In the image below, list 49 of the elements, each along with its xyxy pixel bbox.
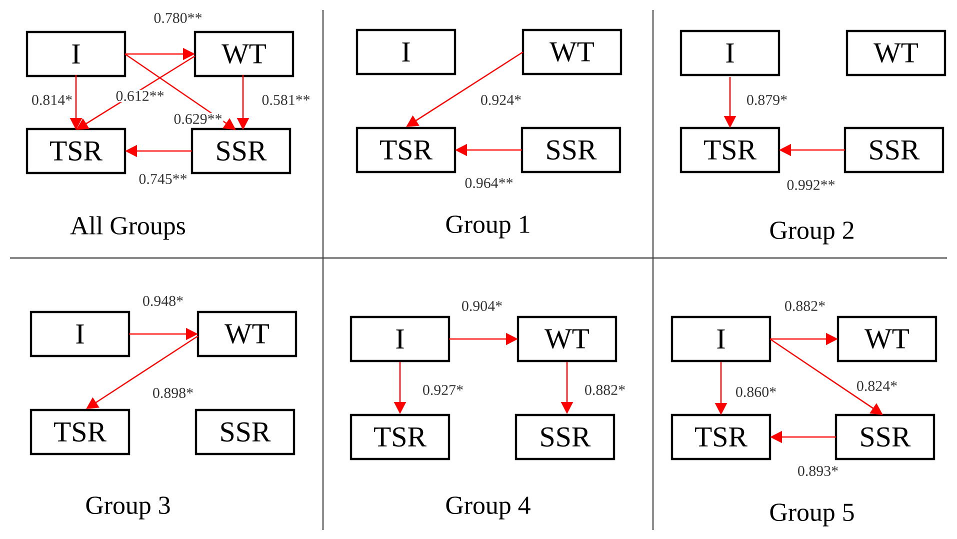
- panel-title: Group 3: [86, 496, 170, 520]
- edge-label: 0.860*: [734, 386, 778, 398]
- edge-label: 0.814*: [30, 94, 74, 106]
- variable-box: SSR: [834, 414, 936, 460]
- edge-label: 0.824*: [855, 380, 899, 392]
- variable-box: WT: [836, 316, 938, 362]
- edge-label: 0.612**: [114, 90, 166, 102]
- edge-label: 0.927*: [421, 384, 465, 396]
- panel-title: All Groups: [70, 216, 185, 240]
- variable-box: TSR: [30, 408, 130, 456]
- variable-box: SSR: [514, 414, 616, 460]
- edge-label: 0.893*: [796, 464, 840, 478]
- variable-box: I: [26, 30, 126, 78]
- edge-label: 0.780**: [152, 12, 204, 24]
- variable-box: SSR: [190, 128, 292, 174]
- edge-label: 0.898*: [151, 386, 195, 400]
- variable-box: I: [350, 316, 450, 362]
- variable-box: I: [356, 28, 456, 76]
- variable-box: WT: [516, 316, 618, 362]
- variable-box: I: [670, 316, 772, 362]
- variable-box: SSR: [194, 408, 296, 456]
- edge-label: 0.882*: [583, 384, 627, 396]
- variable-box: SSR: [844, 126, 944, 174]
- variable-box: TSR: [350, 414, 450, 460]
- variable-box: TSR: [356, 126, 456, 174]
- variable-box: WT: [522, 28, 622, 76]
- variable-box: TSR: [680, 126, 780, 174]
- panel-title: Group 5: [770, 504, 854, 526]
- variable-box: WT: [194, 30, 294, 78]
- edge-label: 0.948*: [141, 294, 185, 308]
- panel-title: Group 4: [446, 496, 530, 520]
- edge-label: 0.581**: [260, 94, 312, 106]
- variable-box: TSR: [670, 414, 772, 460]
- variable-box: SSR: [520, 126, 622, 174]
- panel-title: Group 2: [770, 222, 854, 244]
- panel-title: Group 1: [446, 216, 530, 238]
- edge-label: 0.964**: [464, 176, 514, 190]
- edge-label: 0.992**: [786, 178, 836, 192]
- variable-box: WT: [846, 30, 946, 76]
- edge-label: 0.629**: [172, 112, 224, 126]
- variable-box: TSR: [26, 128, 126, 174]
- edge-label: 0.904*: [460, 300, 504, 312]
- variable-box: I: [30, 310, 130, 358]
- edge-label: 0.924*: [479, 94, 523, 106]
- edge-label: 0.882*: [783, 300, 827, 312]
- edge-label: 0.879*: [745, 94, 789, 106]
- variable-box: WT: [196, 310, 298, 358]
- variable-box: I: [680, 30, 780, 76]
- edge-label: 0.745**: [138, 172, 188, 186]
